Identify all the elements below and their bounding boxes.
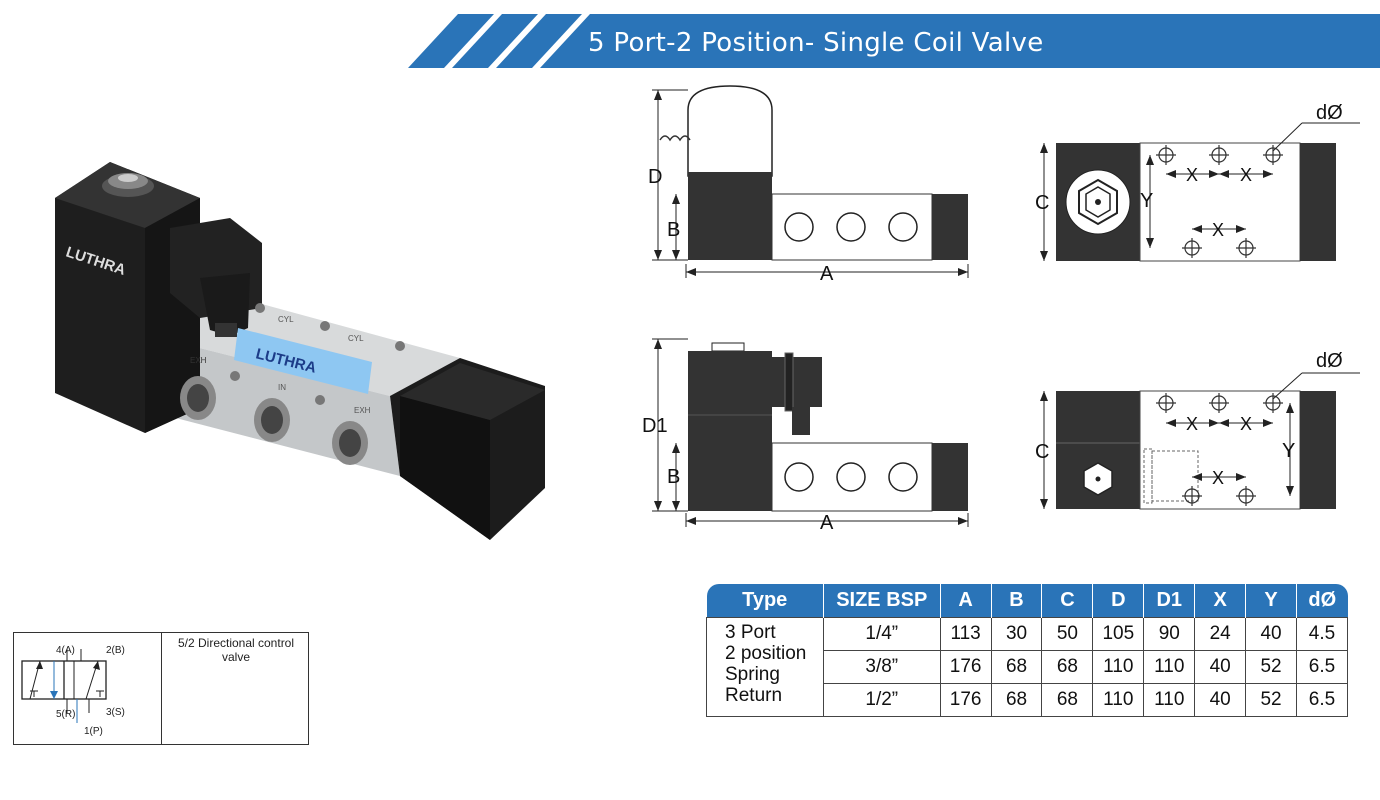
port-label-4a: 4(A) [56, 645, 75, 656]
cell-d1: 110 [1143, 683, 1196, 717]
symbol-caption-line-2: valve [221, 650, 250, 664]
symbol-caption: 5/2 Directional control valve [163, 636, 309, 664]
cell-d-dia: 4.5 [1296, 617, 1348, 651]
header-size-bsp: SIZE BSP [823, 584, 941, 618]
dim-label-d-dia-2: dØ [1316, 350, 1343, 372]
type-line: Spring [725, 664, 780, 685]
port-label-2b: 2(B) [106, 645, 125, 656]
cell-d1: 110 [1143, 650, 1196, 684]
valve-symbol-box: 4(A) 2(B) 5(R) 3(S) 1(P) 5/2 Directional… [13, 632, 309, 745]
dim-label-x-6: X [1212, 468, 1224, 488]
cell-d-dia: 6.5 [1296, 650, 1348, 684]
product-photo: LUTHRA LUTHRA CYL CYL EXH IN EXH [55, 162, 545, 540]
table-header-row: Type SIZE BSP A B C D D1 X Y dØ [706, 584, 1348, 618]
cell-d1: 90 [1143, 617, 1196, 651]
dim-label-c-2: C [1035, 441, 1049, 463]
header-x: X [1194, 584, 1247, 618]
banner-graphic [408, 14, 1380, 68]
type-line: 2 position [725, 643, 807, 664]
cell-c: 50 [1041, 617, 1094, 651]
port-label-exh-2: EXH [354, 406, 371, 415]
valve-symbol-icon: 4(A) 2(B) 5(R) 3(S) 1(P) [21, 645, 125, 737]
symbol-divider [161, 633, 162, 744]
header-y: Y [1245, 584, 1297, 618]
top-view-drawing: dØ C Y X X X [1035, 102, 1360, 262]
dim-label-x-3: X [1212, 220, 1224, 240]
cell-size: 1/2” [822, 683, 941, 717]
port-label-1p: 1(P) [84, 726, 103, 737]
cell-y: 52 [1245, 683, 1297, 717]
page-title: 5 Port-2 Position- Single Coil Valve [588, 28, 1044, 58]
type-line: Return [725, 685, 783, 706]
cell-a: 176 [939, 683, 992, 717]
dim-label-d1: D1 [642, 415, 668, 437]
cell-size: 1/4” [822, 617, 941, 651]
cell-d-dia: 6.5 [1296, 683, 1348, 717]
header-d-dia: dØ [1296, 584, 1348, 618]
header-b: B [991, 584, 1043, 618]
cell-b: 68 [990, 683, 1043, 717]
dim-label-b-2: B [667, 466, 680, 488]
top-view-connector-drawing: dØ C Y X X X [1035, 350, 1360, 510]
dim-label-b: B [667, 219, 680, 241]
header-a: A [940, 584, 992, 618]
dim-label-d-dia: dØ [1316, 102, 1343, 124]
cell-d: 110 [1092, 650, 1145, 684]
cell-y: 40 [1245, 617, 1297, 651]
spec-table: Type SIZE BSP A B C D D1 X Y dØ 3 Port 2… [706, 584, 1348, 717]
cell-y: 52 [1245, 650, 1297, 684]
table-row: 3/8” 176 68 68 110 110 40 52 6.5 [707, 650, 1348, 684]
cell-a: 176 [939, 650, 992, 684]
cell-d: 105 [1092, 617, 1145, 651]
cell-c: 68 [1041, 650, 1094, 684]
port-label-3s: 3(S) [106, 707, 125, 718]
cell-c: 68 [1041, 683, 1094, 717]
dim-label-d: D [648, 166, 662, 188]
cell-size: 3/8” [822, 650, 941, 684]
side-view-drawing: D B A [648, 85, 969, 285]
dim-label-y-2: Y [1282, 440, 1295, 462]
cell-d: 110 [1092, 683, 1145, 717]
dim-label-x-4: X [1186, 414, 1198, 434]
dim-label-c: C [1035, 192, 1049, 214]
header-type: Type [706, 584, 824, 618]
cell-x: 24 [1194, 617, 1247, 651]
port-label-5r: 5(R) [56, 709, 75, 720]
dim-label-x-2: X [1240, 165, 1252, 185]
symbol-caption-line-1: 5/2 Directional control [177, 636, 295, 650]
port-label-cyl-1: CYL [278, 315, 294, 324]
header-c: C [1041, 584, 1094, 618]
header-banner: 5 Port-2 Position- Single Coil Valve [408, 14, 1380, 70]
header-d: D [1092, 584, 1145, 618]
cell-a: 113 [939, 617, 992, 651]
port-label-exh-1: EXH [190, 356, 207, 365]
port-label-cyl-2: CYL [348, 334, 364, 343]
side-view-connector-drawing: D1 B A [642, 338, 969, 534]
cell-b: 68 [990, 650, 1043, 684]
table-row: 1/2” 176 68 68 110 110 40 52 6.5 [707, 683, 1348, 717]
dim-label-x-5: X [1240, 414, 1252, 434]
header-d1: D1 [1143, 584, 1196, 618]
cell-x: 40 [1194, 683, 1247, 717]
port-label-in: IN [278, 383, 286, 392]
type-cell: 3 Port 2 position Spring Return [706, 617, 824, 717]
dim-label-y: Y [1140, 190, 1153, 212]
type-line: 3 Port [725, 622, 776, 643]
cell-x: 40 [1194, 650, 1247, 684]
dim-label-a: A [820, 263, 834, 285]
dim-label-x-1: X [1186, 165, 1198, 185]
table-row: 3 Port 2 position Spring Return 1/4” 113… [706, 617, 1348, 717]
cell-b: 30 [990, 617, 1043, 651]
dim-label-a-2: A [820, 512, 834, 534]
